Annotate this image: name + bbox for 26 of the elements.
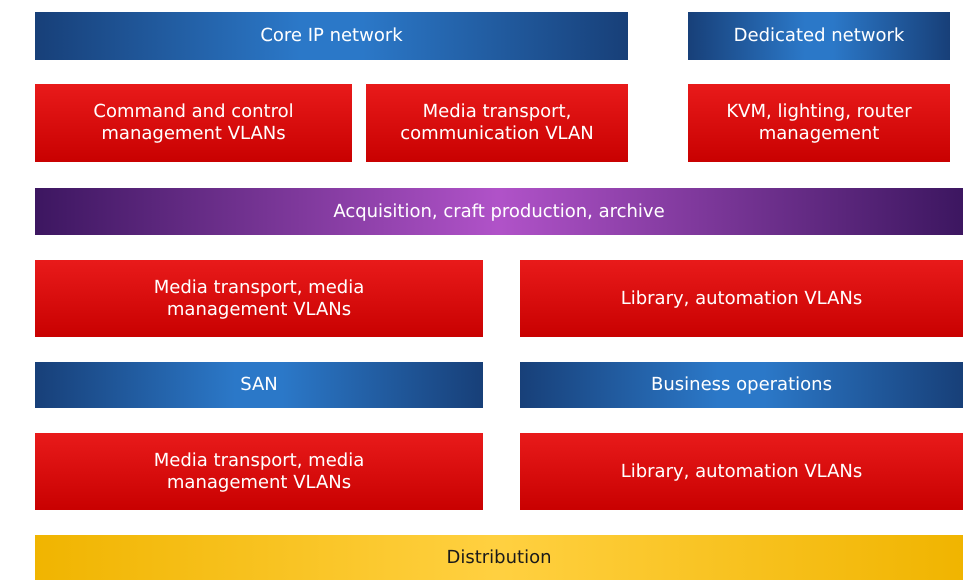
vlan-box	[520, 260, 963, 337]
layer-band	[35, 188, 963, 235]
box-label: Distribution	[445, 546, 552, 568]
box-label: SAN	[239, 374, 279, 396]
box-label: Business operations	[650, 374, 833, 396]
box-label: Media transport, media management VLANs	[152, 276, 366, 320]
network-band	[35, 362, 483, 408]
box-label: KVM, lighting, router management	[725, 101, 913, 145]
vlan-box	[688, 84, 950, 162]
vlan-box	[35, 84, 352, 162]
box-label: Core IP network	[259, 25, 404, 47]
box-label: Media transport, media management VLANs	[152, 450, 366, 494]
box-label: Command and control management VLANs	[92, 101, 295, 145]
vlan-box	[35, 260, 483, 337]
box-label: Library, automation VLANs	[620, 288, 864, 310]
box-label: Acquisition, craft production, archive	[332, 200, 666, 222]
box-label: Media transport, communication VLAN	[399, 101, 595, 145]
box-label: Library, automation VLANs	[620, 460, 864, 482]
network-band	[520, 362, 963, 408]
vlan-box	[366, 84, 628, 162]
box-label: Dedicated network	[732, 25, 906, 47]
layer-band	[35, 535, 963, 580]
network-band	[688, 12, 950, 60]
vlan-box	[520, 433, 963, 510]
network-band	[35, 12, 628, 60]
vlan-box	[35, 433, 483, 510]
